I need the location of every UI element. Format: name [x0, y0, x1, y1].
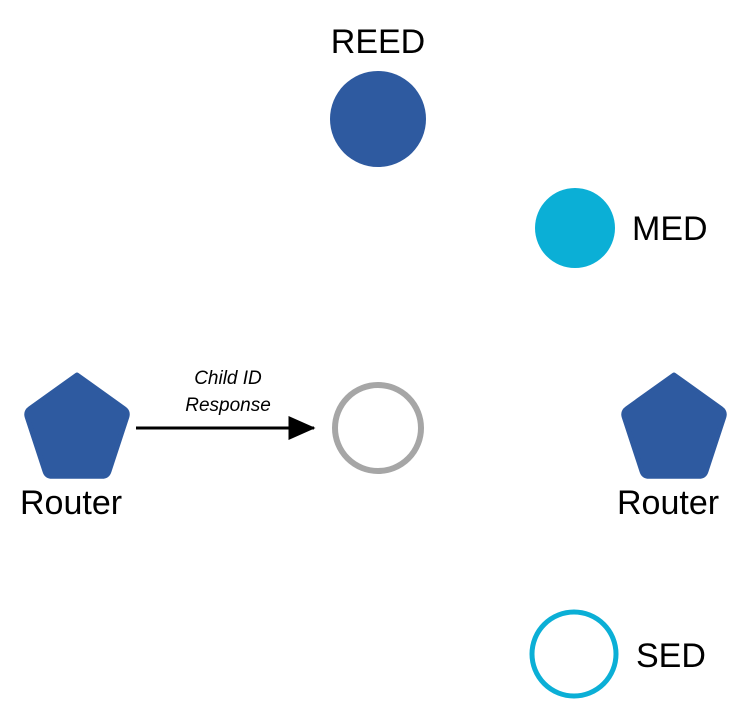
child-id-response-label-line1: Child ID — [194, 368, 262, 389]
med-circle-shape[interactable] — [535, 188, 615, 268]
router-left-label: Router — [20, 484, 122, 522]
router-left-pentagon-shape[interactable] — [24, 372, 130, 479]
sed-circle-shape[interactable] — [529, 609, 619, 699]
router-right-label: Router — [617, 484, 719, 522]
node-router-left[interactable]: Router — [20, 372, 130, 522]
node-sed[interactable]: SED — [529, 609, 706, 699]
joiner-circle-shape[interactable] — [332, 382, 424, 474]
edge-child-id-response[interactable]: Child ID Response — [136, 368, 316, 440]
reed-circle-shape[interactable] — [330, 71, 426, 167]
med-label: MED — [632, 210, 708, 248]
reed-label: REED — [331, 23, 425, 61]
router-right-pentagon-shape[interactable] — [621, 372, 727, 479]
node-joiner-center[interactable] — [332, 382, 424, 474]
node-router-right[interactable]: Router — [617, 372, 727, 522]
child-id-response-label-line2: Response — [185, 395, 271, 416]
node-med[interactable]: MED — [535, 188, 708, 268]
sed-label: SED — [636, 637, 706, 675]
node-reed[interactable]: REED — [330, 23, 426, 167]
